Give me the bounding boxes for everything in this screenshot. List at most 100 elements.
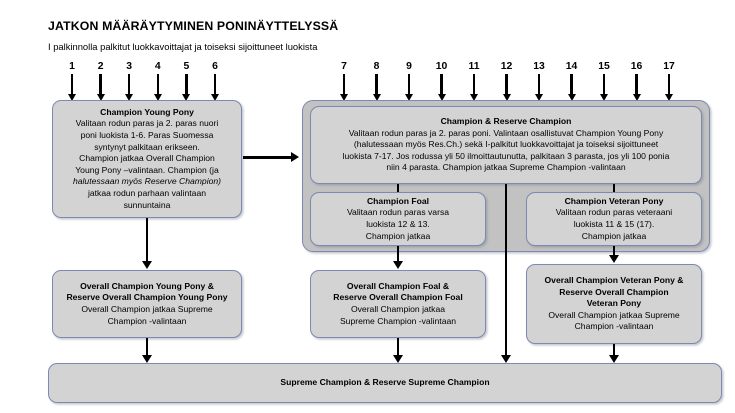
- box-champion-reserve-champion-text: Champion & Reserve Champion Valitaan rod…: [337, 116, 676, 174]
- class-arrow-stem: [537, 74, 541, 94]
- class-number-label: 8: [373, 61, 380, 72]
- line: Champion jatkaa Overall Champion: [79, 153, 215, 164]
- class-arrow-2: 2: [91, 61, 111, 101]
- class-arrow-stem: [375, 74, 378, 94]
- box-champion-reserve-champion[interactable]: Champion & Reserve Champion Valitaan rod…: [310, 106, 702, 184]
- box-champion-foal[interactable]: Champion Foal Valitaan rodun paras varsa…: [310, 192, 486, 246]
- line: Valitaan rodun paras ja 2. paras nuori: [75, 118, 219, 129]
- connector-young-pony-to-champion: [243, 156, 291, 159]
- class-number-label: 6: [212, 61, 218, 72]
- box-supreme-champion-heading: Supreme Champion & Reserve Supreme Champ…: [280, 377, 490, 388]
- page-title: JATKON MÄÄRÄYTYMINEN PONINÄYTTELYSSÄ: [48, 19, 339, 33]
- line: jatkaa rodun parhaan valintaan: [87, 187, 206, 198]
- class-arrow-head-icon: [182, 94, 191, 101]
- class-number-label: 10: [435, 61, 448, 72]
- class-arrow-stem: [156, 74, 159, 94]
- line: Supreme Champion -valintaan: [339, 315, 457, 326]
- connector-veteran-down: [612, 246, 616, 256]
- class-arrow-6: 6: [205, 61, 225, 101]
- class-number-label: 15: [598, 61, 610, 72]
- line: Valitaan rodun paras veteraani: [555, 207, 673, 218]
- class-number-label: 12: [500, 61, 513, 72]
- class-number-label: 5: [183, 61, 190, 72]
- heading-line: Reserve Overall Champion Young Pony: [66, 292, 228, 303]
- line: sunnuntaina: [123, 199, 171, 210]
- box-champion-reserve-champion-heading: Champion & Reserve Champion: [440, 116, 572, 127]
- line: Champion jatkaa: [581, 230, 647, 241]
- heading-line: Overall Champion Foal &: [346, 280, 450, 291]
- box-champion-veteran-pony[interactable]: Champion Veteran Pony Valitaan rodun par…: [526, 192, 702, 246]
- class-arrow-head-icon: [502, 94, 511, 101]
- connector-overall-young-pony-to-supreme: [145, 338, 149, 356]
- box-overall-champion-veteran-pony[interactable]: Overall Champion Veteran Pony & Reserve …: [526, 264, 702, 344]
- class-arrow-head-icon: [600, 94, 608, 101]
- connector-overall-foal-to-supreme-arrowhead: [393, 355, 403, 363]
- page-subtitle: I palkinnolla palkitut luokkavoittajat j…: [48, 41, 318, 52]
- connector-champion-to-supreme: [504, 184, 508, 356]
- class-arrow-1: 1: [62, 61, 82, 101]
- line: Champion -valintaan: [107, 315, 187, 326]
- line: Valitaan rodun paras varsa: [346, 207, 450, 218]
- class-arrow-head-icon: [567, 94, 576, 101]
- box-champion-veteran-pony-heading: Champion Veteran Pony: [564, 195, 664, 206]
- class-arrow-stem: [570, 74, 573, 94]
- class-arrow-head-icon: [211, 94, 219, 101]
- class-arrow-head-icon: [372, 94, 381, 101]
- connector-overall-veteran-to-supreme: [612, 344, 616, 356]
- class-arrow-13: 13: [529, 61, 549, 101]
- box-overall-champion-foal-text: Overall Champion Foal & Reserve Overall …: [327, 281, 468, 327]
- class-number-label: 13: [533, 61, 545, 72]
- class-arrow-head-icon: [470, 94, 478, 101]
- box-champion-young-pony-text: Champion Young Pony Valitaan rodun paras…: [67, 107, 227, 211]
- connector-champion-to-foal: [396, 184, 400, 192]
- class-arrow-stem: [505, 74, 508, 94]
- class-arrow-stem: [213, 74, 217, 94]
- connector-foal-down: [396, 246, 400, 262]
- class-arrow-head-icon: [535, 94, 543, 101]
- connector-champion-to-supreme-arrowhead: [501, 355, 511, 363]
- box-supreme-champion[interactable]: Supreme Champion & Reserve Supreme Champ…: [48, 363, 722, 403]
- class-arrow-stem: [407, 74, 411, 94]
- box-overall-champion-young-pony[interactable]: Overall Champion Young Pony & Reserve Ov…: [52, 270, 242, 338]
- box-champion-veteran-pony-text: Champion Veteran Pony Valitaan rodun par…: [550, 196, 678, 242]
- class-arrow-stem: [602, 74, 606, 94]
- box-overall-champion-young-pony-text: Overall Champion Young Pony & Reserve Ov…: [60, 281, 233, 327]
- class-arrow-stem: [127, 74, 131, 94]
- heading-line: Overall Champion Veteran Pony &: [544, 275, 684, 286]
- connector-overall-veteran-to-supreme-arrowhead: [609, 355, 619, 363]
- box-champion-foal-text: Champion Foal Valitaan rodun paras varsa…: [341, 196, 455, 242]
- connector-young-pony-to-champion-arrowhead: [291, 152, 299, 163]
- heading-line: Veteran Pony: [586, 298, 642, 309]
- box-overall-champion-veteran-pony-text: Overall Champion Veteran Pony & Reserve …: [539, 275, 690, 333]
- class-arrow-stem: [342, 74, 346, 94]
- class-arrow-4: 4: [148, 61, 168, 101]
- class-number-label: 1: [69, 61, 75, 72]
- class-number-label: 3: [126, 61, 133, 72]
- connector-overall-young-pony-to-supreme-arrowhead: [142, 355, 152, 363]
- line: poni luokista 1-6. Paras Suomessa: [80, 130, 214, 141]
- connector-young-pony-down: [145, 218, 149, 262]
- class-arrow-stem: [472, 74, 476, 94]
- class-arrow-head-icon: [340, 94, 348, 101]
- class-arrow-head-icon: [153, 94, 162, 101]
- box-overall-champion-foal[interactable]: Overall Champion Foal & Reserve Overall …: [310, 270, 486, 338]
- class-number-label: 11: [468, 61, 480, 72]
- class-arrow-12: 12: [497, 61, 517, 101]
- box-supreme-champion-text: Supreme Champion & Reserve Supreme Champ…: [274, 377, 495, 389]
- class-arrow-stem: [70, 74, 74, 94]
- line: Champion -valintaan: [574, 321, 654, 332]
- class-number-label: 9: [406, 61, 412, 72]
- heading-line: Reserve Overall Champion: [559, 286, 669, 297]
- class-arrow-head-icon: [405, 94, 413, 101]
- class-arrow-head-icon: [437, 94, 446, 101]
- line: niin 4 parasta. Champion jatkaa Supreme …: [386, 162, 626, 173]
- box-champion-young-pony[interactable]: Champion Young Pony Valitaan rodun paras…: [52, 100, 242, 218]
- class-arrow-head-icon: [665, 94, 673, 101]
- box-champion-foal-heading: Champion Foal: [366, 195, 430, 206]
- connector-foal-down-arrowhead: [393, 261, 403, 269]
- class-arrow-stem: [667, 74, 671, 94]
- class-arrow-stem: [635, 74, 638, 94]
- line: (halutessaan myös Res.Ch.) sekä I-palkit…: [353, 139, 659, 150]
- class-number-label: 17: [663, 61, 675, 72]
